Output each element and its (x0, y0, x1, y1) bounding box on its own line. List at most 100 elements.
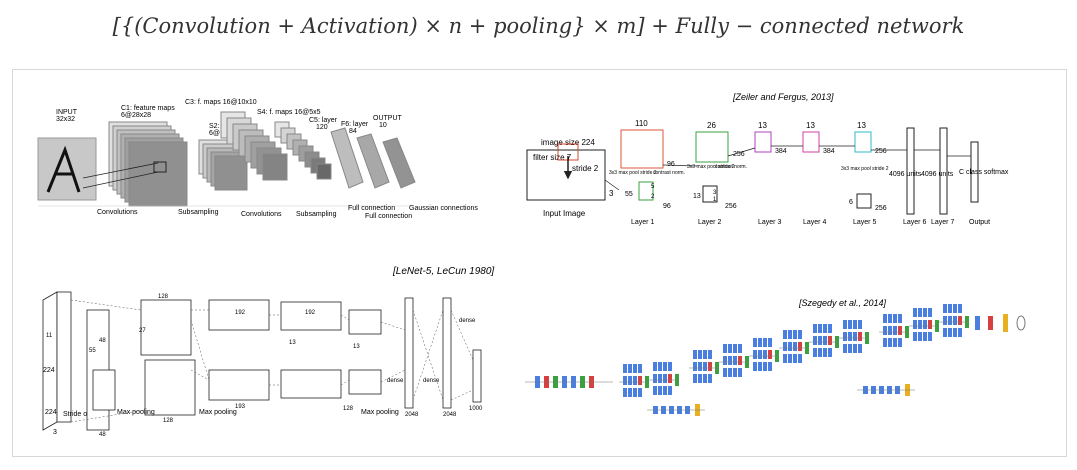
alex-n13a: 13 (289, 340, 296, 346)
lenet-label-sub1: Subsampling (178, 209, 219, 216)
zf-layer-label-2: Layer 2 (698, 219, 721, 226)
googlenet-inception-unit (948, 316, 952, 325)
googlenet-diagram (525, 304, 1026, 416)
googlenet-inception-unit (923, 320, 927, 329)
alex-2048b: 2048 (443, 412, 457, 418)
zf-layer-label-3: Layer 3 (758, 219, 781, 226)
googlenet-inception-unit (703, 350, 707, 359)
zf-input-num: 3 (609, 189, 614, 198)
lenet-c3-stack (220, 111, 288, 181)
googlenet-inception-unit (728, 344, 732, 353)
googlenet-inception-unit (888, 326, 892, 335)
googlenet-inception-unit (723, 344, 727, 353)
alexnet-dense1 (404, 297, 414, 409)
googlenet-inception-unit (958, 316, 962, 325)
googlenet-inception-unit (758, 350, 762, 359)
googlenet-inception-unit (943, 328, 947, 337)
googlenet-inception-unit (788, 342, 792, 351)
googlenet-inception-unit (663, 374, 667, 383)
googlenet-inception-unit (763, 350, 767, 359)
googlenet-inception-unit (928, 320, 932, 329)
googlenet-inception-unit (883, 326, 887, 335)
lenet-input-size: 32x32 (56, 116, 75, 123)
zf-l2-side: 256 (733, 151, 745, 158)
googlenet-inception-unit (818, 348, 822, 357)
network-formula: [{(Convolution + Activation) × n + pooli… (112, 14, 965, 38)
zf-layer-label-4: Layer 4 (803, 219, 826, 226)
lenet-s4-label: S4: f. maps 16@5x5 (257, 109, 321, 116)
googlenet-inception-unit (768, 350, 772, 359)
lenet-output-size: 10 (379, 122, 387, 129)
zf-fc7-label: 4096 units (921, 171, 954, 178)
alex-maxpool3: Max pooling (361, 409, 399, 416)
googlenet-inception-unit (668, 386, 672, 395)
lenet-s2-stack (198, 139, 248, 191)
zf-l5-top: 13 (857, 121, 866, 130)
googlenet-inception-unit (858, 320, 862, 329)
googlenet-inception-unit (763, 338, 767, 347)
googlenet-inception-unit (698, 350, 702, 359)
googlenet-inception-unit (828, 324, 832, 333)
googlenet-inception-unit (958, 304, 962, 313)
googlenet-inception-unit (723, 356, 727, 365)
zf-fc6 (906, 127, 915, 215)
googlenet-inception-unit (848, 332, 852, 341)
zf-layer-label-6: Layer 6 (903, 219, 926, 226)
zf-output (970, 141, 979, 203)
googlenet-inception-unit (813, 348, 817, 357)
alexnet-diagram: 224 224 Stride of 4 3 11 55 48 48 128 12… (42, 291, 483, 438)
zf-layer-label-8: Output (969, 219, 990, 226)
zf-l2-c: 1 (713, 197, 717, 203)
alexnet-conv2-bottom (144, 359, 196, 416)
googlenet-inception-unit (823, 348, 827, 357)
alexnet-conv2-top (140, 299, 192, 356)
alexnet-input (56, 291, 72, 423)
lenet-label-full2: Full connection (365, 213, 412, 220)
googlenet-inception-unit (953, 316, 957, 325)
googlenet-inception-unit (913, 308, 917, 317)
alexnet-conv4-top (280, 301, 342, 331)
alex-stride: Stride of 4 (63, 411, 95, 418)
zf-l1-pool: 3x3 max pool stride 2 (609, 170, 657, 176)
googlenet-inception-unit (843, 344, 847, 353)
googlenet-inception-unit (893, 314, 897, 323)
googlenet-inception-unit (883, 314, 887, 323)
googlenet-inception-unit (793, 354, 797, 363)
googlenet-inception-unit (753, 338, 757, 347)
zf-l2-b: 3 (713, 190, 717, 196)
alexnet-dense3 (472, 349, 482, 403)
lenet-label-sub2: Subsampling (296, 211, 337, 218)
zf-layer1-small (638, 181, 654, 201)
googlenet-inception-unit (828, 336, 832, 345)
googlenet-inception-unit (813, 324, 817, 333)
googlenet-inception-unit (923, 332, 927, 341)
googlenet-inception-unit (898, 338, 902, 347)
googlenet-inception-unit (703, 362, 707, 371)
alexnet-conv3-top (208, 299, 270, 331)
alexnet-conv5-top (348, 309, 382, 335)
lenet-label-conv1: Convolutions (97, 209, 138, 216)
lenet-c5-label: C5: layer (309, 117, 338, 124)
alex-maxpool1: Max pooling (117, 409, 155, 416)
zf-l4-side: 384 (823, 148, 835, 155)
lenet-output-label: OUTPUT (373, 115, 403, 122)
googlenet-inception-unit (798, 354, 802, 363)
googlenet-inception-unit (798, 342, 802, 351)
alexnet-conv5-bottom (348, 369, 382, 395)
googlenet-inception-unit (853, 344, 857, 353)
zf-layer2-map (695, 131, 729, 163)
googlenet-inception-unit (663, 386, 667, 395)
zf-stride: stride 2 (572, 164, 599, 173)
googlenet-inception-unit (893, 326, 897, 335)
googlenet-inception-unit (753, 362, 757, 371)
googlenet-inception-unit (843, 320, 847, 329)
googlenet-inception-unit (698, 362, 702, 371)
googlenet-inception-unit (888, 338, 892, 347)
alex-n193: 193 (235, 404, 246, 410)
zfnet-diagram: [Zeiler and Fergus, 2013] image size 224… (526, 92, 1009, 226)
zf-l2-a: 13 (693, 193, 701, 200)
googlenet-inception-unit (658, 374, 662, 383)
zf-l2-d: 256 (725, 203, 737, 210)
googlenet-inception-unit (918, 308, 922, 317)
googlenet-inception-unit (813, 336, 817, 345)
